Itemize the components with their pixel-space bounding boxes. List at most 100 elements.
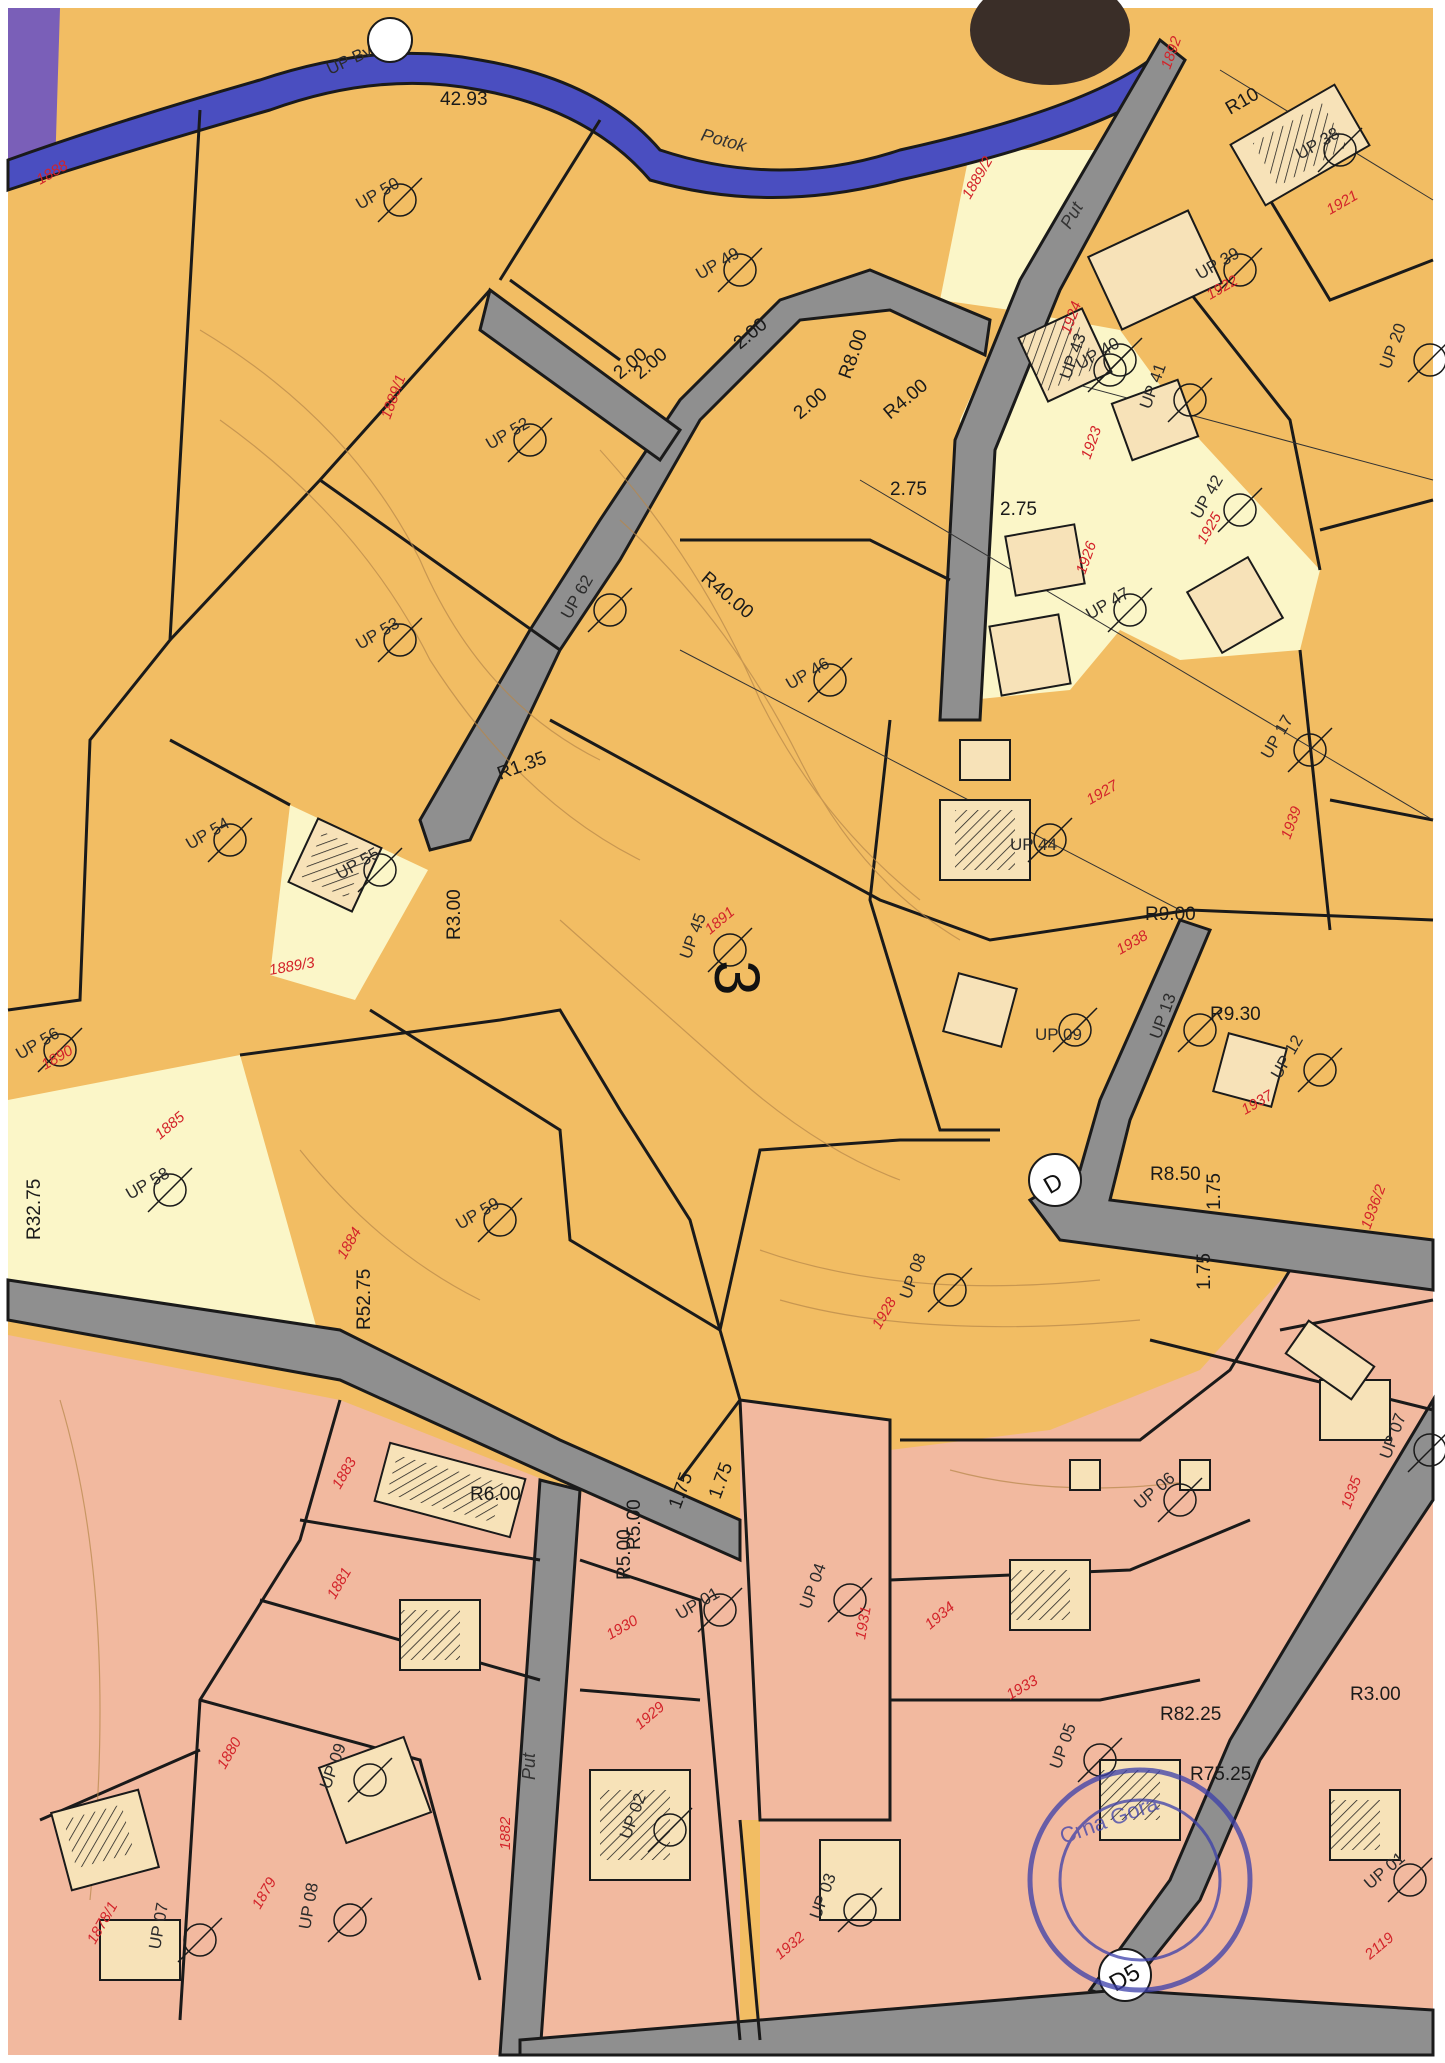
up-marker bbox=[1113, 593, 1147, 627]
road-diagonal bbox=[418, 268, 992, 852]
up-marker-cross bbox=[1087, 347, 1133, 393]
dimension-label: R82.25 bbox=[1160, 1704, 1221, 1725]
up-marker-cross bbox=[207, 817, 253, 863]
zone-purple bbox=[8, 8, 60, 170]
up-marker bbox=[1163, 1483, 1197, 1517]
road-spur bbox=[478, 287, 683, 463]
up-marker bbox=[483, 1203, 517, 1237]
road-bottom-edge bbox=[518, 1988, 1435, 2057]
up-marker-cross bbox=[1052, 1007, 1098, 1053]
up-marker bbox=[353, 1763, 387, 1797]
dimension-label: R9.00 bbox=[1145, 904, 1196, 925]
up-marker-cross bbox=[647, 1807, 693, 1853]
dimension-label: R75.25 bbox=[1190, 1764, 1251, 1785]
dimension-label: R9.30 bbox=[1210, 1004, 1261, 1025]
up-marker bbox=[1223, 493, 1257, 527]
up-marker-cross bbox=[707, 927, 753, 973]
up-marker-cross bbox=[37, 1027, 83, 1073]
up-marker bbox=[43, 1033, 77, 1067]
up-marker bbox=[1293, 733, 1327, 767]
up-marker bbox=[383, 183, 417, 217]
up-marker-cross bbox=[927, 1267, 973, 1313]
up-marker bbox=[1183, 1013, 1217, 1047]
dark-corner-feature bbox=[970, 0, 1130, 85]
dimension-label: R5.00 bbox=[624, 1499, 645, 1550]
road-d-loop bbox=[1027, 918, 1435, 1292]
up-marker bbox=[383, 623, 417, 657]
dimension-label: R3.00 bbox=[1350, 1684, 1401, 1705]
up-marker-cross bbox=[1157, 1477, 1203, 1523]
up-marker bbox=[213, 823, 247, 857]
dimension-label: 1.75 bbox=[1194, 1253, 1215, 1290]
up-marker-cross bbox=[1107, 587, 1153, 633]
up-marker bbox=[1303, 1053, 1337, 1087]
cadastral-number: 1931 bbox=[852, 1605, 875, 1641]
up-marker bbox=[843, 1893, 877, 1927]
up-marker bbox=[1323, 133, 1357, 167]
parcel-boundaries bbox=[7, 109, 1434, 2041]
building-hatching bbox=[63, 103, 1380, 1869]
up-marker bbox=[1413, 343, 1445, 377]
up-marker bbox=[1413, 1433, 1445, 1467]
dimension-label: 1.75 bbox=[1204, 1173, 1225, 1210]
reference-lines bbox=[679, 69, 1434, 911]
zone-light-1885 bbox=[8, 1055, 320, 1340]
up-marker bbox=[363, 853, 397, 887]
d-marker-top bbox=[1028, 1153, 1082, 1207]
up-markers bbox=[37, 127, 1445, 1963]
up-marker-cross bbox=[1027, 817, 1073, 863]
up-marker-cross bbox=[827, 1577, 873, 1623]
dimension-label: 2.75 bbox=[1000, 499, 1037, 520]
up-marker-cross bbox=[697, 1587, 743, 1633]
road-bottom-main bbox=[6, 1278, 742, 1563]
up-marker-cross bbox=[1167, 377, 1213, 423]
up-marker bbox=[153, 1173, 187, 1207]
up-marker bbox=[1058, 1013, 1092, 1047]
up-marker bbox=[723, 253, 757, 287]
dimension-label: R6.00 bbox=[470, 1484, 521, 1505]
dimension-label: R32.75 bbox=[24, 1179, 45, 1240]
dimension-label: R8.50 bbox=[1150, 1164, 1201, 1185]
up-marker-cross bbox=[1217, 247, 1263, 293]
up-marker-cross bbox=[347, 1757, 393, 1803]
up-marker-cross bbox=[1387, 1857, 1433, 1903]
up-marker bbox=[513, 423, 547, 457]
up-marker-cross bbox=[477, 1197, 523, 1243]
up-marker-cross bbox=[1287, 727, 1333, 773]
up-marker-cross bbox=[357, 847, 403, 893]
road-put-top bbox=[938, 37, 1187, 722]
dimension-label: 42.93 bbox=[440, 89, 488, 110]
up-marker bbox=[1033, 823, 1067, 857]
up-marker-cross bbox=[717, 247, 763, 293]
up-label: UP 44 bbox=[1010, 835, 1057, 854]
up-marker-cross bbox=[1177, 1007, 1223, 1053]
up-marker bbox=[833, 1583, 867, 1617]
dimension-label: 2.75 bbox=[890, 479, 927, 500]
up-marker bbox=[183, 1923, 217, 1957]
up-marker bbox=[653, 1813, 687, 1847]
up-marker bbox=[813, 663, 847, 697]
up-marker-cross bbox=[377, 617, 423, 663]
zone-pink-mid bbox=[740, 1400, 890, 1820]
up-marker bbox=[703, 1593, 737, 1627]
up-marker-cross bbox=[147, 1167, 193, 1213]
up-marker bbox=[1223, 253, 1257, 287]
zone-number: 3 bbox=[701, 960, 773, 996]
dimension-label: R52.75 bbox=[354, 1269, 375, 1330]
up-marker-cross bbox=[837, 1887, 883, 1933]
dimension-label: R5.00 bbox=[614, 1529, 635, 1580]
up-marker bbox=[933, 1273, 967, 1307]
up-marker bbox=[593, 593, 627, 627]
zone-pink-right bbox=[760, 1270, 1433, 2055]
up-marker-cross bbox=[507, 417, 553, 463]
up-marker bbox=[1093, 353, 1127, 387]
up-label: UP 09 bbox=[1035, 1025, 1082, 1044]
up-marker-cross bbox=[1317, 127, 1363, 173]
up-marker-cross bbox=[1297, 1047, 1343, 1093]
cadastral-number: 1882 bbox=[497, 1816, 514, 1850]
label-put-bottom: Put bbox=[519, 1752, 539, 1780]
up-marker bbox=[333, 1903, 367, 1937]
up-marker-cross bbox=[587, 587, 633, 633]
up-marker-cross bbox=[377, 177, 423, 223]
up-marker bbox=[1173, 383, 1207, 417]
